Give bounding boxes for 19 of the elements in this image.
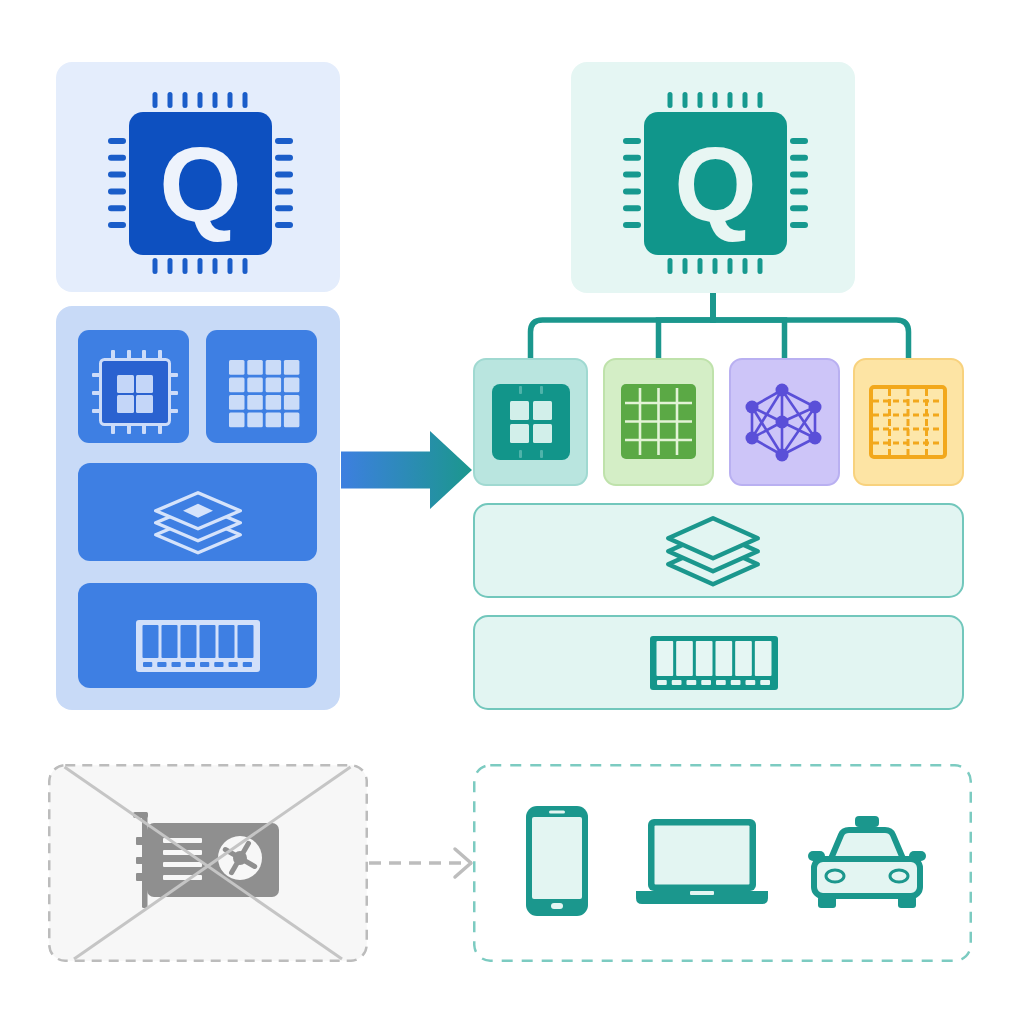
component-bar: [78, 463, 317, 561]
component-tile: [78, 330, 189, 443]
chip-letter: Q: [158, 123, 243, 245]
component-tile: [853, 358, 964, 486]
connector-line: [710, 293, 912, 358]
block-arrow: [341, 431, 472, 509]
component-bar: [473, 615, 964, 710]
chip-card: [56, 62, 340, 292]
component-tile: [603, 358, 714, 486]
component-tile: [729, 358, 840, 486]
component-tile: [473, 358, 588, 486]
dashed-arrow: [369, 847, 473, 879]
dashed-panel: [473, 764, 972, 962]
component-bar: [78, 583, 317, 688]
component-tile: [206, 330, 317, 443]
component-panel: [56, 306, 340, 710]
chip-card: [571, 62, 855, 293]
component-bar: [473, 503, 964, 598]
chip-letter: Q: [673, 123, 758, 245]
